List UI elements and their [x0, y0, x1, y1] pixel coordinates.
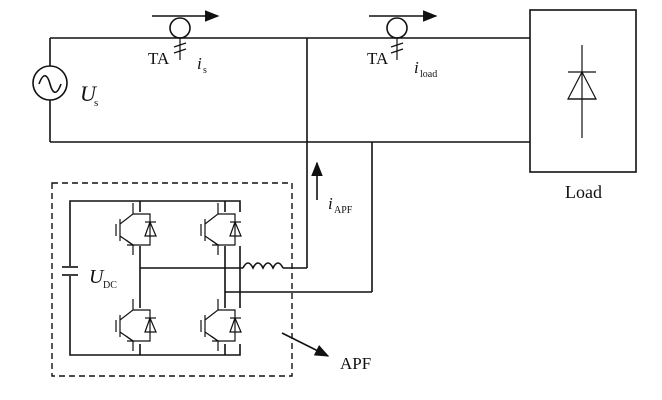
iapf-subscript: APF	[334, 205, 353, 216]
apf-enclosure	[51, 182, 293, 377]
current-transformer-left-icon	[169, 17, 191, 60]
igbt-switch-top-right-icon	[193, 203, 243, 255]
igbt-switch-top-left-icon	[108, 203, 158, 255]
apf-label: APF	[340, 354, 371, 373]
dc-capacitor-icon	[62, 266, 78, 276]
udc-label: U	[89, 266, 105, 288]
source-subscript: s	[94, 97, 98, 109]
iload-label: i	[414, 58, 419, 77]
inductor-icon	[242, 262, 307, 270]
load-label: Load	[565, 182, 602, 202]
diode-icon	[567, 45, 597, 138]
igbt-switch-bottom-right-icon	[193, 299, 243, 351]
ac-source-icon	[32, 65, 68, 101]
ta-left-label: TA	[148, 49, 170, 68]
load-box	[529, 9, 637, 173]
current-transformer-right-icon	[386, 17, 408, 60]
apf-pointer-arrow	[281, 332, 330, 357]
igbt-switch-bottom-left-icon	[108, 299, 158, 351]
ta-right-label: TA	[367, 49, 389, 68]
dc-bus-frame	[69, 200, 241, 356]
top-line	[49, 37, 530, 142]
udc-subscript: DC	[103, 280, 117, 291]
iapf-label: i	[328, 194, 333, 213]
is-label: i	[197, 54, 202, 73]
source-label: U	[80, 81, 98, 106]
is-subscript: s	[203, 65, 207, 76]
iload-subscript: load	[420, 69, 437, 80]
